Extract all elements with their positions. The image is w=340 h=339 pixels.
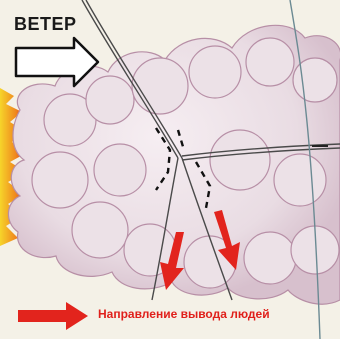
legend-label: Направление вывода людей [98,307,270,321]
wind-label: ВЕТЕР [14,14,77,35]
legend-arrow-icon [18,302,88,330]
